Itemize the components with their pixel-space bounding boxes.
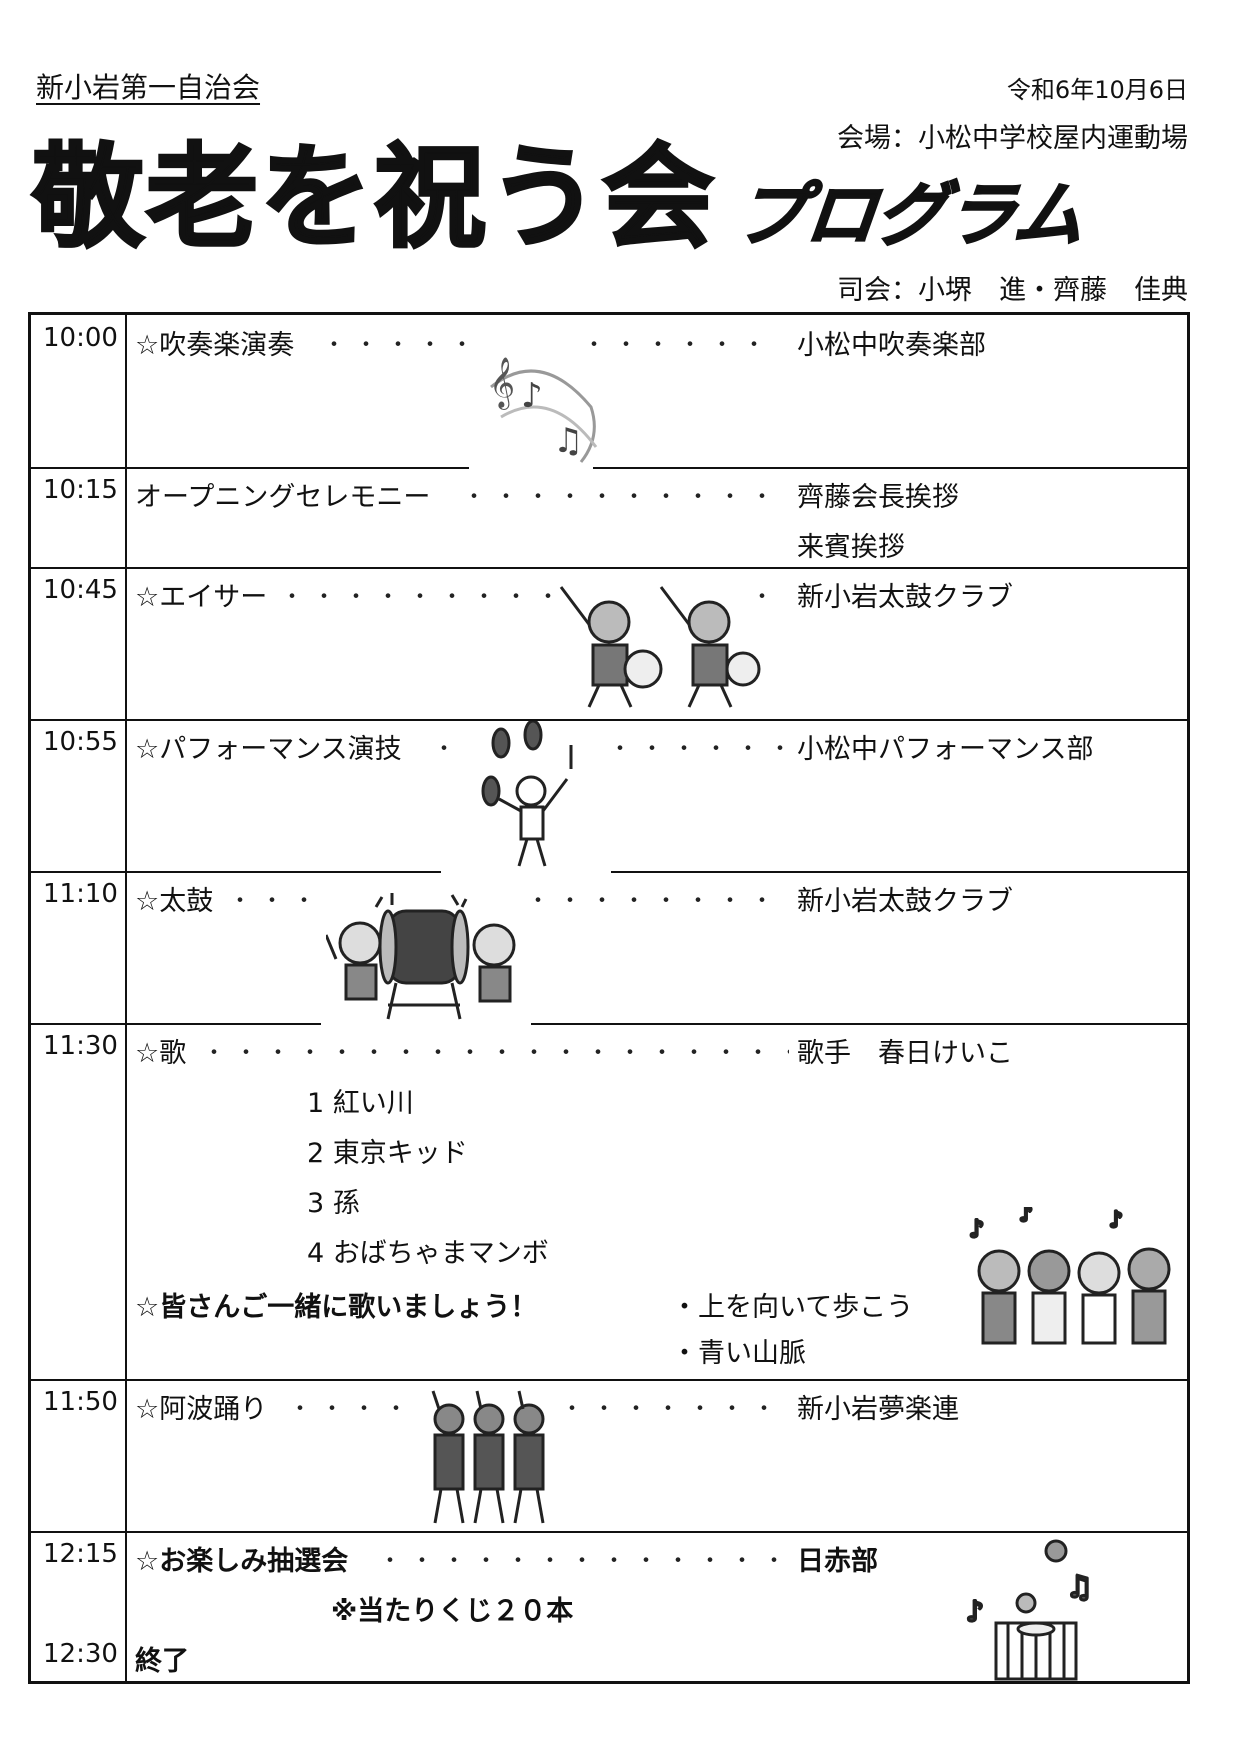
song-item: 1 紅い川	[307, 1088, 414, 1119]
choir-illustration: ♪ ♪ ♪	[968, 1207, 1171, 1345]
page-subtitle: プログラム	[731, 173, 1090, 257]
venue: 会場：小松中学校屋内運動場	[837, 123, 1188, 154]
performer-cell: 小松中吹奏楽部	[797, 330, 986, 361]
leader-dots: ・・・・・・・・・・・・・・・・・・・・・・・・・	[609, 737, 789, 762]
performer-cell: 新小岩太鼓クラブ	[797, 886, 1013, 917]
leader-dots: ・・・・・・・・・・・・・・・・・・・・・・・・・	[379, 1549, 789, 1574]
time-cell: 12:30	[43, 1639, 118, 1669]
performer-cell: 齊藤会長挨拶	[797, 482, 959, 513]
singalong-song: ・上を向いて歩こう	[671, 1292, 914, 1323]
activity-cell: ☆歌	[135, 1038, 187, 1069]
time-cell: 11:10	[43, 879, 118, 909]
singalong-song: ・青い山脈	[671, 1338, 806, 1369]
leader-dots: ・・・・・・・・・・・・・・・・・・・・・・・・・	[323, 333, 483, 358]
svg-text:♫: ♫	[553, 421, 583, 461]
singalong-heading: ☆皆さんご一緒に歌いましょう！	[135, 1292, 538, 1323]
row-divider	[31, 719, 1187, 721]
svg-text:♪: ♪	[1019, 1207, 1033, 1227]
event-date: 令和6年10月6日	[1006, 76, 1188, 104]
activity-cell: ☆太鼓	[135, 886, 214, 917]
leader-dots: ・・・・・・・・・・・・・・・・・・・・・・・・・	[203, 1041, 789, 1066]
program-table: 10:00 ☆吹奏楽演奏 ・・・・・・・・・・・・・・・・・・・・・・・・・ ・…	[28, 312, 1190, 1684]
svg-text:♪: ♪	[1109, 1208, 1123, 1233]
leader-dots: ・・・・・・・・・・・・・・・・・・・・・・・・・	[433, 737, 463, 762]
page-title: 敬老を祝う会	[31, 133, 716, 263]
activity-cell: ☆吹奏楽演奏	[135, 330, 295, 361]
leader-dots: ・・・・・・・・・・・・・・・・・・・・・・・・・	[229, 889, 329, 914]
time-cell: 10:45	[43, 575, 118, 605]
row-divider	[531, 1023, 1187, 1025]
time-column-divider	[125, 315, 127, 1681]
time-cell: 10:00	[43, 323, 118, 353]
organization-name: 新小岩第一自治会	[36, 71, 261, 104]
row-divider	[31, 1379, 1187, 1381]
lottery-box-illustration: ♪ ♫	[966, 1539, 1094, 1681]
performer-cell: 新小岩太鼓クラブ	[797, 582, 1013, 613]
row-divider	[125, 467, 469, 469]
activity-cell: ☆パフォーマンス演技	[135, 734, 402, 765]
row-divider	[611, 871, 1187, 873]
svg-text:♪: ♪	[969, 1215, 984, 1243]
leader-dots: ・・・・・・・・・・・・・・・・・・・・・・・・・	[289, 1397, 419, 1422]
activity-cell: 終了	[135, 1646, 189, 1677]
row-divider	[31, 1023, 321, 1025]
song-item: 3 孫	[307, 1188, 360, 1219]
svg-text:♪: ♪	[521, 376, 543, 416]
svg-text:♪: ♪	[966, 1595, 984, 1628]
row-divider	[31, 1531, 1187, 1533]
performer-cell-2: 来賓挨拶	[797, 532, 905, 563]
awa-odori-dancers-illustration	[431, 1390, 545, 1524]
leader-dots: ・・・・・・・・・・・・・・・・・・・・・・・・・	[527, 889, 787, 914]
time-cell: 10:55	[43, 727, 118, 757]
activity-cell: ☆お楽しみ抽選会	[135, 1546, 349, 1577]
time-cell: 12:15	[43, 1539, 118, 1569]
activity-cell: オープニングセレモニー	[135, 482, 431, 513]
song-item: 4 おばちゃまマンボ	[307, 1238, 549, 1269]
performer-cell: 小松中パフォーマンス部	[797, 734, 1094, 765]
music-notes-icon: 𝄞 ♪ ♫	[489, 357, 598, 463]
time-cell: 11:30	[43, 1031, 118, 1061]
performer-cell: 日赤部	[797, 1546, 878, 1577]
performer-cell: 新小岩夢楽連	[797, 1394, 959, 1425]
activity-cell: ☆阿波踊り	[135, 1394, 268, 1425]
song-item: 2 東京キッド	[307, 1138, 468, 1169]
leader-dots: ・・・・・・・・・・・・・・・・・・・・・・・・・	[281, 585, 551, 610]
performer-cell: 歌手 春日けいこ	[797, 1038, 1013, 1069]
row-divider	[31, 567, 1187, 569]
lottery-note: ※当たりくじ２０本	[331, 1596, 574, 1627]
activity-cell: ☆エイサー	[135, 582, 268, 613]
leader-dots: ・・・・・・・・・・・・・・・・・・・・・・・・・	[583, 333, 783, 358]
row-divider	[31, 467, 125, 469]
time-cell: 10:15	[43, 475, 118, 505]
leader-dots: ・・・・・・・・・・・・・・・・・・・・・・・・・	[751, 585, 791, 610]
leader-dots: ・・・・・・・・・・・・・・・・・・・・・・・・・	[561, 1397, 789, 1422]
eisa-dancers-illustration	[559, 586, 761, 708]
juggler-illustration	[481, 721, 573, 867]
row-divider	[31, 871, 441, 873]
time-cell: 11:50	[43, 1387, 118, 1417]
row-divider	[593, 467, 1187, 469]
leader-dots: ・・・・・・・・・・・・・・・・・・・・・・・・・	[463, 485, 783, 510]
svg-text:𝄞: 𝄞	[489, 357, 515, 410]
svg-text:♫: ♫	[1066, 1570, 1093, 1605]
master-of-ceremonies: 司会：小堺 進・齊藤 佳典	[837, 275, 1188, 306]
taiko-drummers-illustration	[326, 893, 516, 1020]
